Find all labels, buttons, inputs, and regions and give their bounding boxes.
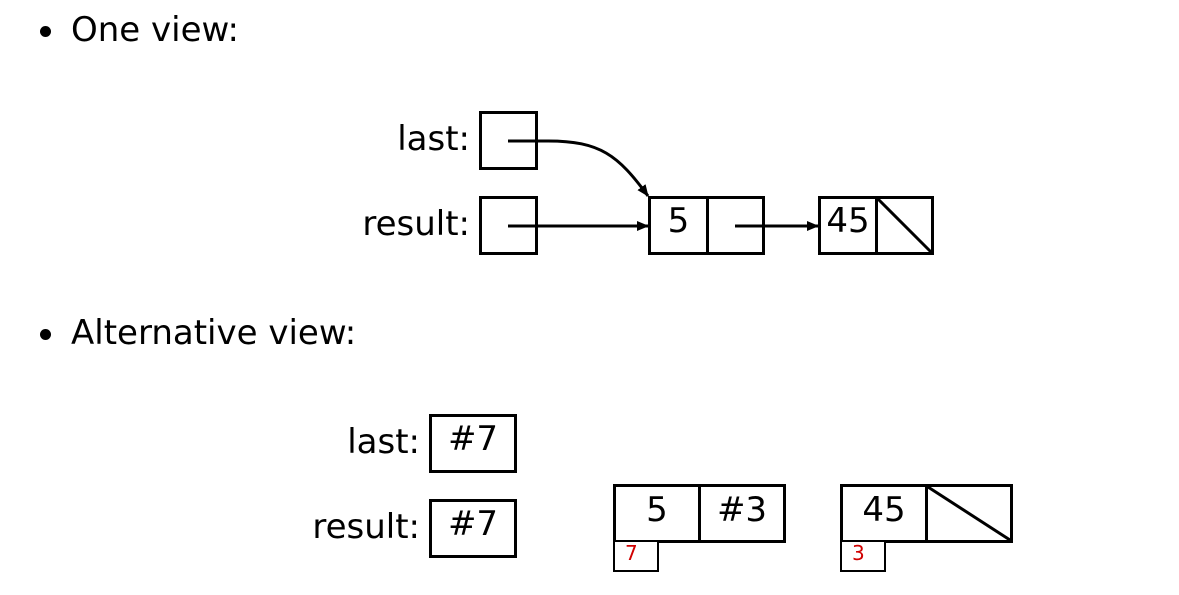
bullet-dot [40, 329, 51, 340]
one-view-node2-next-cell [875, 196, 934, 255]
alt-view-node2-value: 45 [862, 490, 906, 530]
alt-view-result-value: #7 [447, 504, 499, 544]
bullet-one-view-text: One view: [71, 10, 239, 50]
alt-view-result-label: result: [312, 507, 420, 547]
alt-view-node1-address-tag: 7 [613, 540, 659, 572]
one-view-node2-value: 45 [826, 201, 870, 241]
alt-view-last-value: #7 [447, 419, 499, 459]
one-view-result-pointer-box [479, 196, 538, 255]
one-view-node1-value: 5 [667, 201, 690, 241]
bullet-alternative-view: Alternative view: [40, 313, 356, 353]
one-view-node1-next-cell [706, 196, 765, 255]
one-view-node1-value-cell [648, 196, 709, 255]
alt-view-node2-next-cell [925, 484, 1013, 543]
alt-view-result-box [429, 499, 517, 558]
one-view-last-pointer-box [479, 111, 538, 170]
alt-view-node2-address: 3 [852, 541, 865, 565]
alt-view-node2-address-tag: 3 [840, 540, 886, 572]
bullet-alternative-view-text: Alternative view: [71, 313, 357, 353]
bullet-dot [40, 26, 51, 37]
alt-view-node1-next-cell [698, 484, 786, 543]
alt-view-last-label: last: [347, 422, 420, 462]
alt-view-node1-next: #3 [716, 490, 768, 530]
one-view-node2-value-cell [818, 196, 878, 255]
bullet-one-view: One view: [40, 10, 239, 50]
one-view-result-label: result: [362, 204, 470, 244]
alt-view-node1-address: 7 [625, 541, 638, 565]
alt-view-last-box [429, 414, 517, 473]
one-view-last-label: last: [397, 119, 470, 159]
alt-view-node1-value: 5 [646, 490, 668, 530]
